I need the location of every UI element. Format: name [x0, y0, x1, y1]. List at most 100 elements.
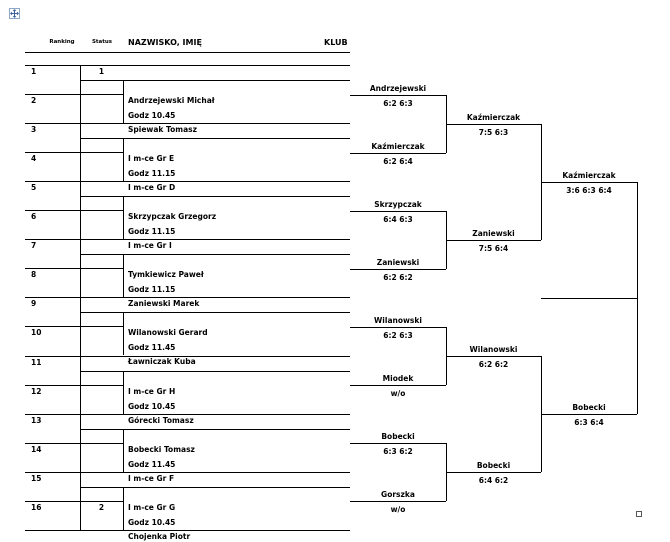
round2-winner: Kaźmierczak: [466, 113, 521, 122]
pair-separator: [25, 297, 350, 298]
status-rule: [80, 385, 123, 386]
row-rank: 11: [31, 358, 42, 367]
row-player: Skrzypczak Grzegorz: [128, 212, 217, 221]
table-top-rule: [25, 65, 350, 66]
row-rank: 12: [31, 387, 42, 396]
row-player: I m-ce Gr G: [128, 503, 176, 512]
name-column-divider: [123, 487, 124, 530]
header-name: NAZWISKO, IMIĘ: [128, 38, 202, 47]
row-status: 1: [98, 67, 105, 76]
status-rule: [80, 443, 123, 444]
row-player: Spiewak Tomasz: [128, 125, 197, 134]
row-player: I m-ce Gr D: [128, 183, 176, 192]
round3-line: [541, 182, 637, 183]
pair-separator: [25, 123, 350, 124]
round3-score: 3:6 6:3 6:4: [566, 186, 612, 195]
table-move-handle[interactable]: [9, 8, 20, 19]
row-rank: 15: [31, 474, 42, 483]
round2-winner: Zaniewski: [472, 229, 515, 238]
pair-separator: [25, 356, 350, 357]
row-rank: 8: [31, 270, 37, 279]
pair-separator: [25, 239, 350, 240]
round2-score: 7:5 6:3: [478, 128, 509, 137]
rank-rule: [25, 152, 80, 153]
status-rule: [80, 94, 123, 95]
rank-rule: [25, 385, 80, 386]
row-time: Godz 10.45: [128, 111, 176, 120]
pair-top-rule: [80, 487, 350, 488]
round2-winner: Wilanowski: [469, 345, 518, 354]
move-arrows-icon: [10, 9, 19, 18]
name-column-divider: [123, 312, 124, 355]
round1-line: [350, 385, 446, 386]
table-resize-handle[interactable]: [636, 511, 642, 517]
round2-line: [446, 240, 541, 241]
round1-winner: Miodek: [382, 374, 414, 383]
pair-top-rule: [80, 80, 350, 81]
round1-winner: Kaźmierczak: [371, 142, 425, 151]
round3-line: [541, 414, 637, 415]
round3-winner: Kaźmierczak: [562, 171, 616, 180]
row-player: Zaniewski Marek: [128, 299, 200, 308]
round2-line: [446, 472, 541, 473]
name-column-divider: [123, 429, 124, 472]
row-time: Godz 11.15: [128, 285, 176, 294]
round1-winner: Skrzypczak: [374, 200, 422, 209]
round2-line: [446, 356, 541, 357]
round1-line: [350, 327, 446, 328]
table-bottom-rule: [25, 530, 350, 531]
row-player: Andrzejewski Michał: [128, 96, 215, 105]
row-player: Bobecki Tomasz: [128, 445, 195, 454]
status-rule: [80, 268, 123, 269]
status-rule: [80, 326, 123, 327]
round1-line: [350, 95, 446, 96]
name-column-divider: [123, 196, 124, 239]
row-rank: 16: [31, 503, 42, 512]
row-time: Godz 11.15: [128, 169, 176, 178]
row-rank: 1: [31, 67, 37, 76]
row-rank: 6: [31, 212, 37, 221]
round1-line: [350, 269, 446, 270]
round1-winner: Wilanowski: [374, 316, 422, 325]
row-rank: 3: [31, 125, 37, 134]
status-rule: [80, 210, 123, 211]
row-time: Godz 11.45: [128, 460, 176, 469]
round1-score: w/o: [390, 389, 406, 398]
round1-line: [350, 153, 446, 154]
pair-separator: [25, 472, 350, 473]
round2-score: 6:2 6:2: [478, 360, 509, 369]
rank-rule: [25, 326, 80, 327]
pair-top-rule: [80, 371, 350, 372]
round1-score: w/o: [390, 505, 406, 514]
pair-separator: [25, 181, 350, 182]
round1-score: 6:2 6:3: [383, 99, 413, 108]
row-time: Godz 11.45: [128, 343, 176, 352]
rank-rule: [25, 443, 80, 444]
pair-top-rule: [80, 429, 350, 430]
row-rank: 10: [31, 328, 42, 337]
row-time: Godz 11.15: [128, 227, 176, 236]
row-player: I m-ce Gr F: [128, 474, 175, 483]
round2-score: 7:5 6:4: [478, 244, 509, 253]
pair-top-rule: [80, 138, 350, 139]
row-rank: 13: [31, 416, 42, 425]
header-status: Status: [91, 39, 113, 45]
round2-line: [446, 124, 541, 125]
round1-winner: Gorszka: [381, 490, 415, 499]
pair-separator: [25, 414, 350, 415]
name-column-divider: [123, 138, 124, 181]
row-rank: 14: [31, 445, 42, 454]
row-status: 2: [98, 503, 105, 512]
round1-winner: Andrzejewski: [369, 84, 427, 93]
pair-top-rule: [80, 312, 350, 313]
row-time: Godz 10.45: [128, 518, 176, 527]
row-player: I m-ce Gr E: [128, 154, 175, 163]
round1-winner: Zaniewski: [376, 258, 420, 267]
round1-line: [350, 211, 446, 212]
rank-rule: [25, 501, 80, 502]
row-rank: 2: [31, 96, 37, 105]
row-player: I m-ce Gr I: [128, 241, 172, 250]
round1-winner: Bobecki: [381, 432, 415, 441]
